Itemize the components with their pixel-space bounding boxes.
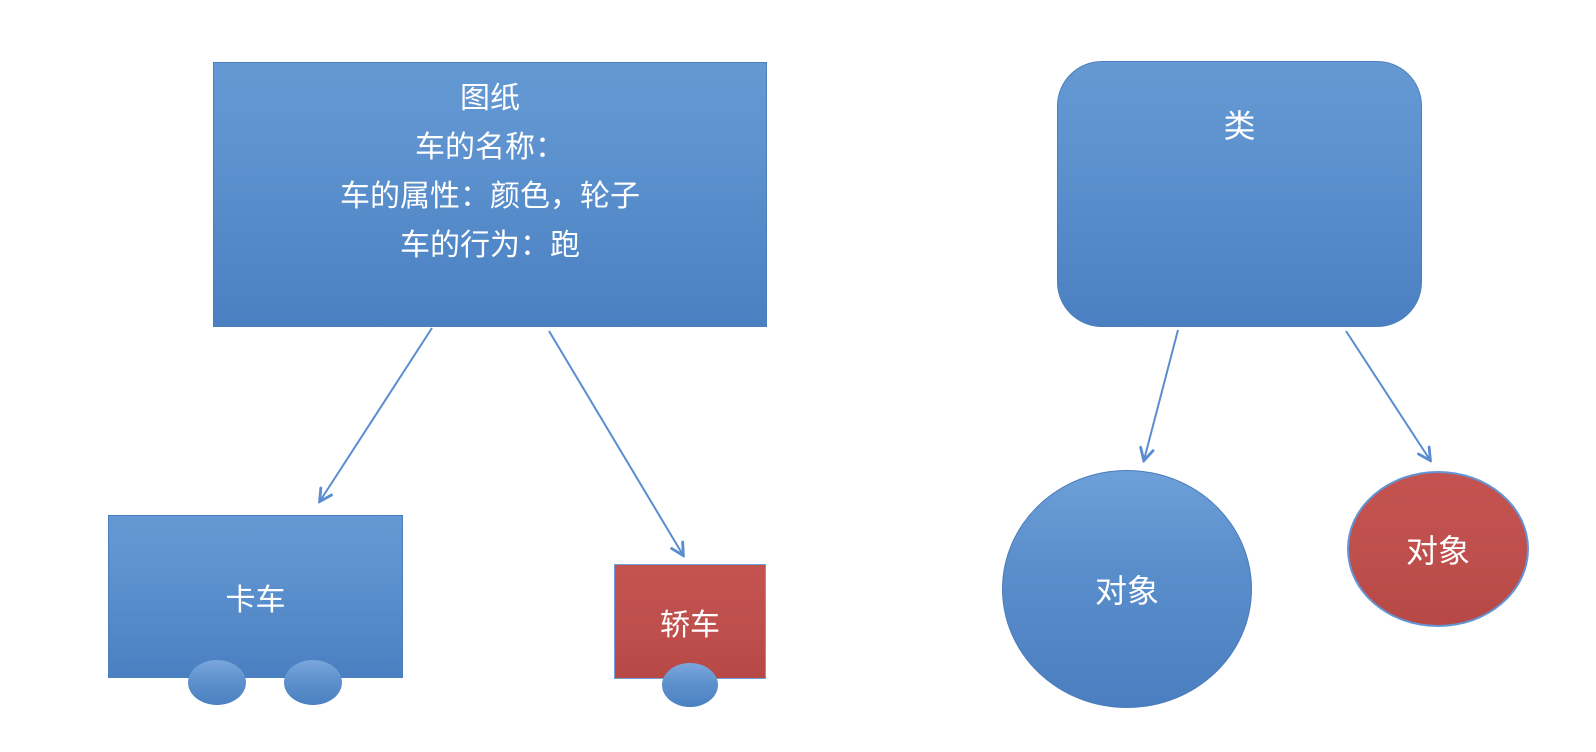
arrow-class-to-red-object xyxy=(1345,330,1430,460)
class-label: 类 xyxy=(1223,108,1256,144)
sedan-wheel-icon xyxy=(662,663,718,707)
arrow-blueprint-to-truck xyxy=(320,327,433,501)
sedan-box: 轿车 xyxy=(614,564,766,679)
truck-box: 卡车 xyxy=(108,515,403,678)
class-box: 类 xyxy=(1057,61,1422,327)
truck-label: 卡车 xyxy=(225,583,286,617)
arrow-class-to-blue-object xyxy=(1144,329,1179,460)
sedan-label: 轿车 xyxy=(660,608,720,642)
truck-wheel-right-icon xyxy=(284,660,342,705)
blueprint-box: 图纸 车的名称： 车的属性：颜色，轮子 车的行为：跑 xyxy=(213,62,767,327)
object-red-label: 对象 xyxy=(1405,533,1470,569)
object-blue-label: 对象 xyxy=(1094,573,1159,609)
blueprint-line-name: 车的名称： xyxy=(415,131,565,164)
blueprint-line-attrs: 车的属性：颜色，轮子 xyxy=(340,180,640,213)
blueprint-line-behavior: 车的行为：跑 xyxy=(400,229,580,262)
truck-wheel-left-icon xyxy=(188,660,246,705)
arrow-blueprint-to-sedan xyxy=(548,330,683,555)
object-circle-blue: 对象 xyxy=(1002,470,1252,708)
object-circle-red: 对象 xyxy=(1347,471,1529,627)
blueprint-line-title: 图纸 xyxy=(460,82,520,115)
